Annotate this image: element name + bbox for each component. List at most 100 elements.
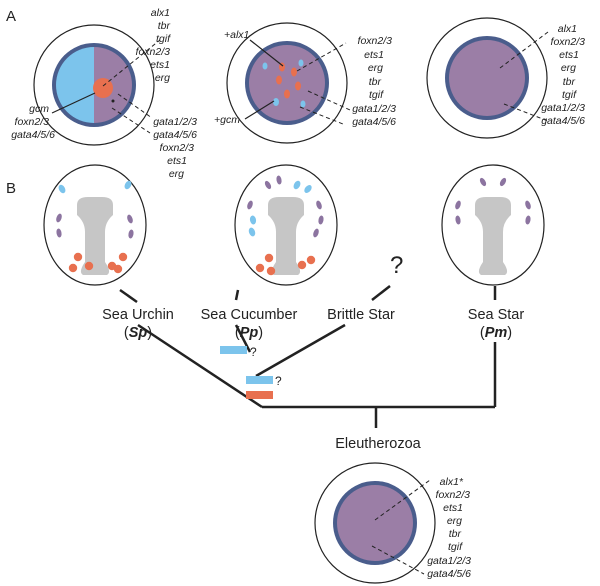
leader-line <box>499 31 549 69</box>
gene-label: gata1/2/3 <box>153 116 197 128</box>
panel-label-b: B <box>6 180 16 197</box>
gene-label: erg <box>561 62 576 74</box>
larval-gut <box>268 197 304 275</box>
branch <box>371 285 391 301</box>
purple-cell <box>499 177 507 187</box>
gene-label: tbr <box>449 528 462 540</box>
gene-label: tbr <box>563 76 576 88</box>
gene-label: gata4/5/6 <box>153 129 197 141</box>
purple-cell <box>127 214 133 224</box>
purple-cell <box>455 215 461 225</box>
gene-label: alx1* <box>440 476 464 488</box>
purple-cell <box>525 200 531 210</box>
red-cell <box>291 67 297 77</box>
larval-gut <box>77 197 113 275</box>
blue-gain-bar <box>220 346 247 354</box>
gene-label: tgif <box>369 89 384 101</box>
red-cell <box>297 260 307 270</box>
red-cell <box>255 263 265 273</box>
red-cell <box>295 81 301 91</box>
red-cell <box>68 263 78 273</box>
cucumber-gene-list: foxn2/3 ets1 erg tbr tgif gata1/2/3 gata… <box>352 35 396 128</box>
uncertainty-mark: ? <box>275 374 282 388</box>
embryo-purple <box>249 45 325 121</box>
larval-gut <box>475 197 511 275</box>
purple-cell <box>247 200 253 210</box>
larva-cucumber <box>234 164 338 286</box>
branch <box>137 323 263 409</box>
purple-cell <box>56 228 62 238</box>
gene-label: foxn2/3 <box>160 142 195 154</box>
gene-label: tbr <box>158 20 171 32</box>
blue-gain-bar <box>246 376 273 384</box>
blue-cell <box>262 62 268 70</box>
gene-label: foxn2/3 <box>136 46 171 58</box>
blue-cell <box>293 180 301 190</box>
purple-cell <box>264 180 272 190</box>
purple-cell <box>525 215 531 225</box>
gene-label: ets1 <box>559 49 579 61</box>
gene-label: gata1/2/3 <box>541 102 585 114</box>
gene-label: erg <box>155 72 170 84</box>
blue-cell <box>298 59 304 67</box>
gene-label: gata4/5/6 <box>541 115 585 127</box>
blue-cell <box>249 215 257 225</box>
red-cell <box>306 255 316 265</box>
branch <box>234 289 240 301</box>
blue-cell <box>300 100 306 108</box>
gene-label: erg <box>169 168 184 180</box>
gene-label: alx1 <box>151 7 170 19</box>
ancestor-gene-list: alx1* foxn2/3 ets1 erg tbr tgif gata1/2/… <box>427 476 471 580</box>
taxon-abbr-star: (Pm) <box>480 325 512 341</box>
micromere-cells <box>93 78 113 98</box>
embryo-urchin <box>33 24 161 146</box>
purple-cell <box>128 229 134 239</box>
gene-label: foxn2/3 <box>15 116 50 128</box>
gene-label: tgif <box>448 541 463 553</box>
blue-cell <box>248 227 256 237</box>
gene-label: alx1 <box>558 23 577 35</box>
gene-label: ets1 <box>167 155 187 167</box>
purple-cell <box>455 200 461 210</box>
blue-cell <box>58 184 66 194</box>
taxon-abbr-cucumber: (Pp) <box>235 325 263 341</box>
embryo-purple-half <box>94 47 132 123</box>
red-gain-bar <box>246 391 273 399</box>
leader-line <box>296 42 347 72</box>
purple-cell <box>276 175 282 185</box>
blue-cell <box>273 98 279 106</box>
gene-label: gata4/5/6 <box>427 568 471 580</box>
brittle-star-unknown: ? <box>390 252 403 279</box>
leader-line <box>111 107 151 134</box>
gene-label: tbr <box>369 76 382 88</box>
leader-line <box>51 92 96 114</box>
panel-label-a: A <box>6 8 16 25</box>
urchin-gene-list-top: alx1 tbr tgif foxn2/3 ets1 erg <box>136 7 172 84</box>
purple-cell <box>318 215 324 225</box>
gene-label: ets1 <box>150 59 170 71</box>
embryo-blue-half <box>56 47 94 123</box>
leader-line <box>299 106 344 125</box>
taxon-label-brittle-star: Brittle Star <box>327 307 395 323</box>
root-label: Eleutherozoa <box>335 436 421 452</box>
abbr-text: Pp <box>240 325 259 341</box>
blue-cell <box>124 180 132 190</box>
leader-line <box>249 39 284 67</box>
red-cell <box>113 264 123 274</box>
gene-label: ets1 <box>364 49 384 61</box>
red-cell <box>266 266 276 276</box>
embryo-cucumber <box>226 22 351 144</box>
leader-line <box>503 103 549 122</box>
leader-line <box>307 90 351 111</box>
star-gene-list: alx1 foxn2/3 ets1 erg tbr tgif gata1/2/3… <box>541 23 585 127</box>
red-cell <box>276 75 282 85</box>
embryo-star <box>426 17 549 139</box>
gene-label: gata4/5/6 <box>11 129 55 141</box>
branch <box>255 323 346 378</box>
purple-cell <box>313 228 319 238</box>
red-cell <box>264 253 274 263</box>
embryo-purple <box>449 40 525 116</box>
gene-label: foxn2/3 <box>436 489 471 501</box>
leader-line <box>371 545 425 575</box>
